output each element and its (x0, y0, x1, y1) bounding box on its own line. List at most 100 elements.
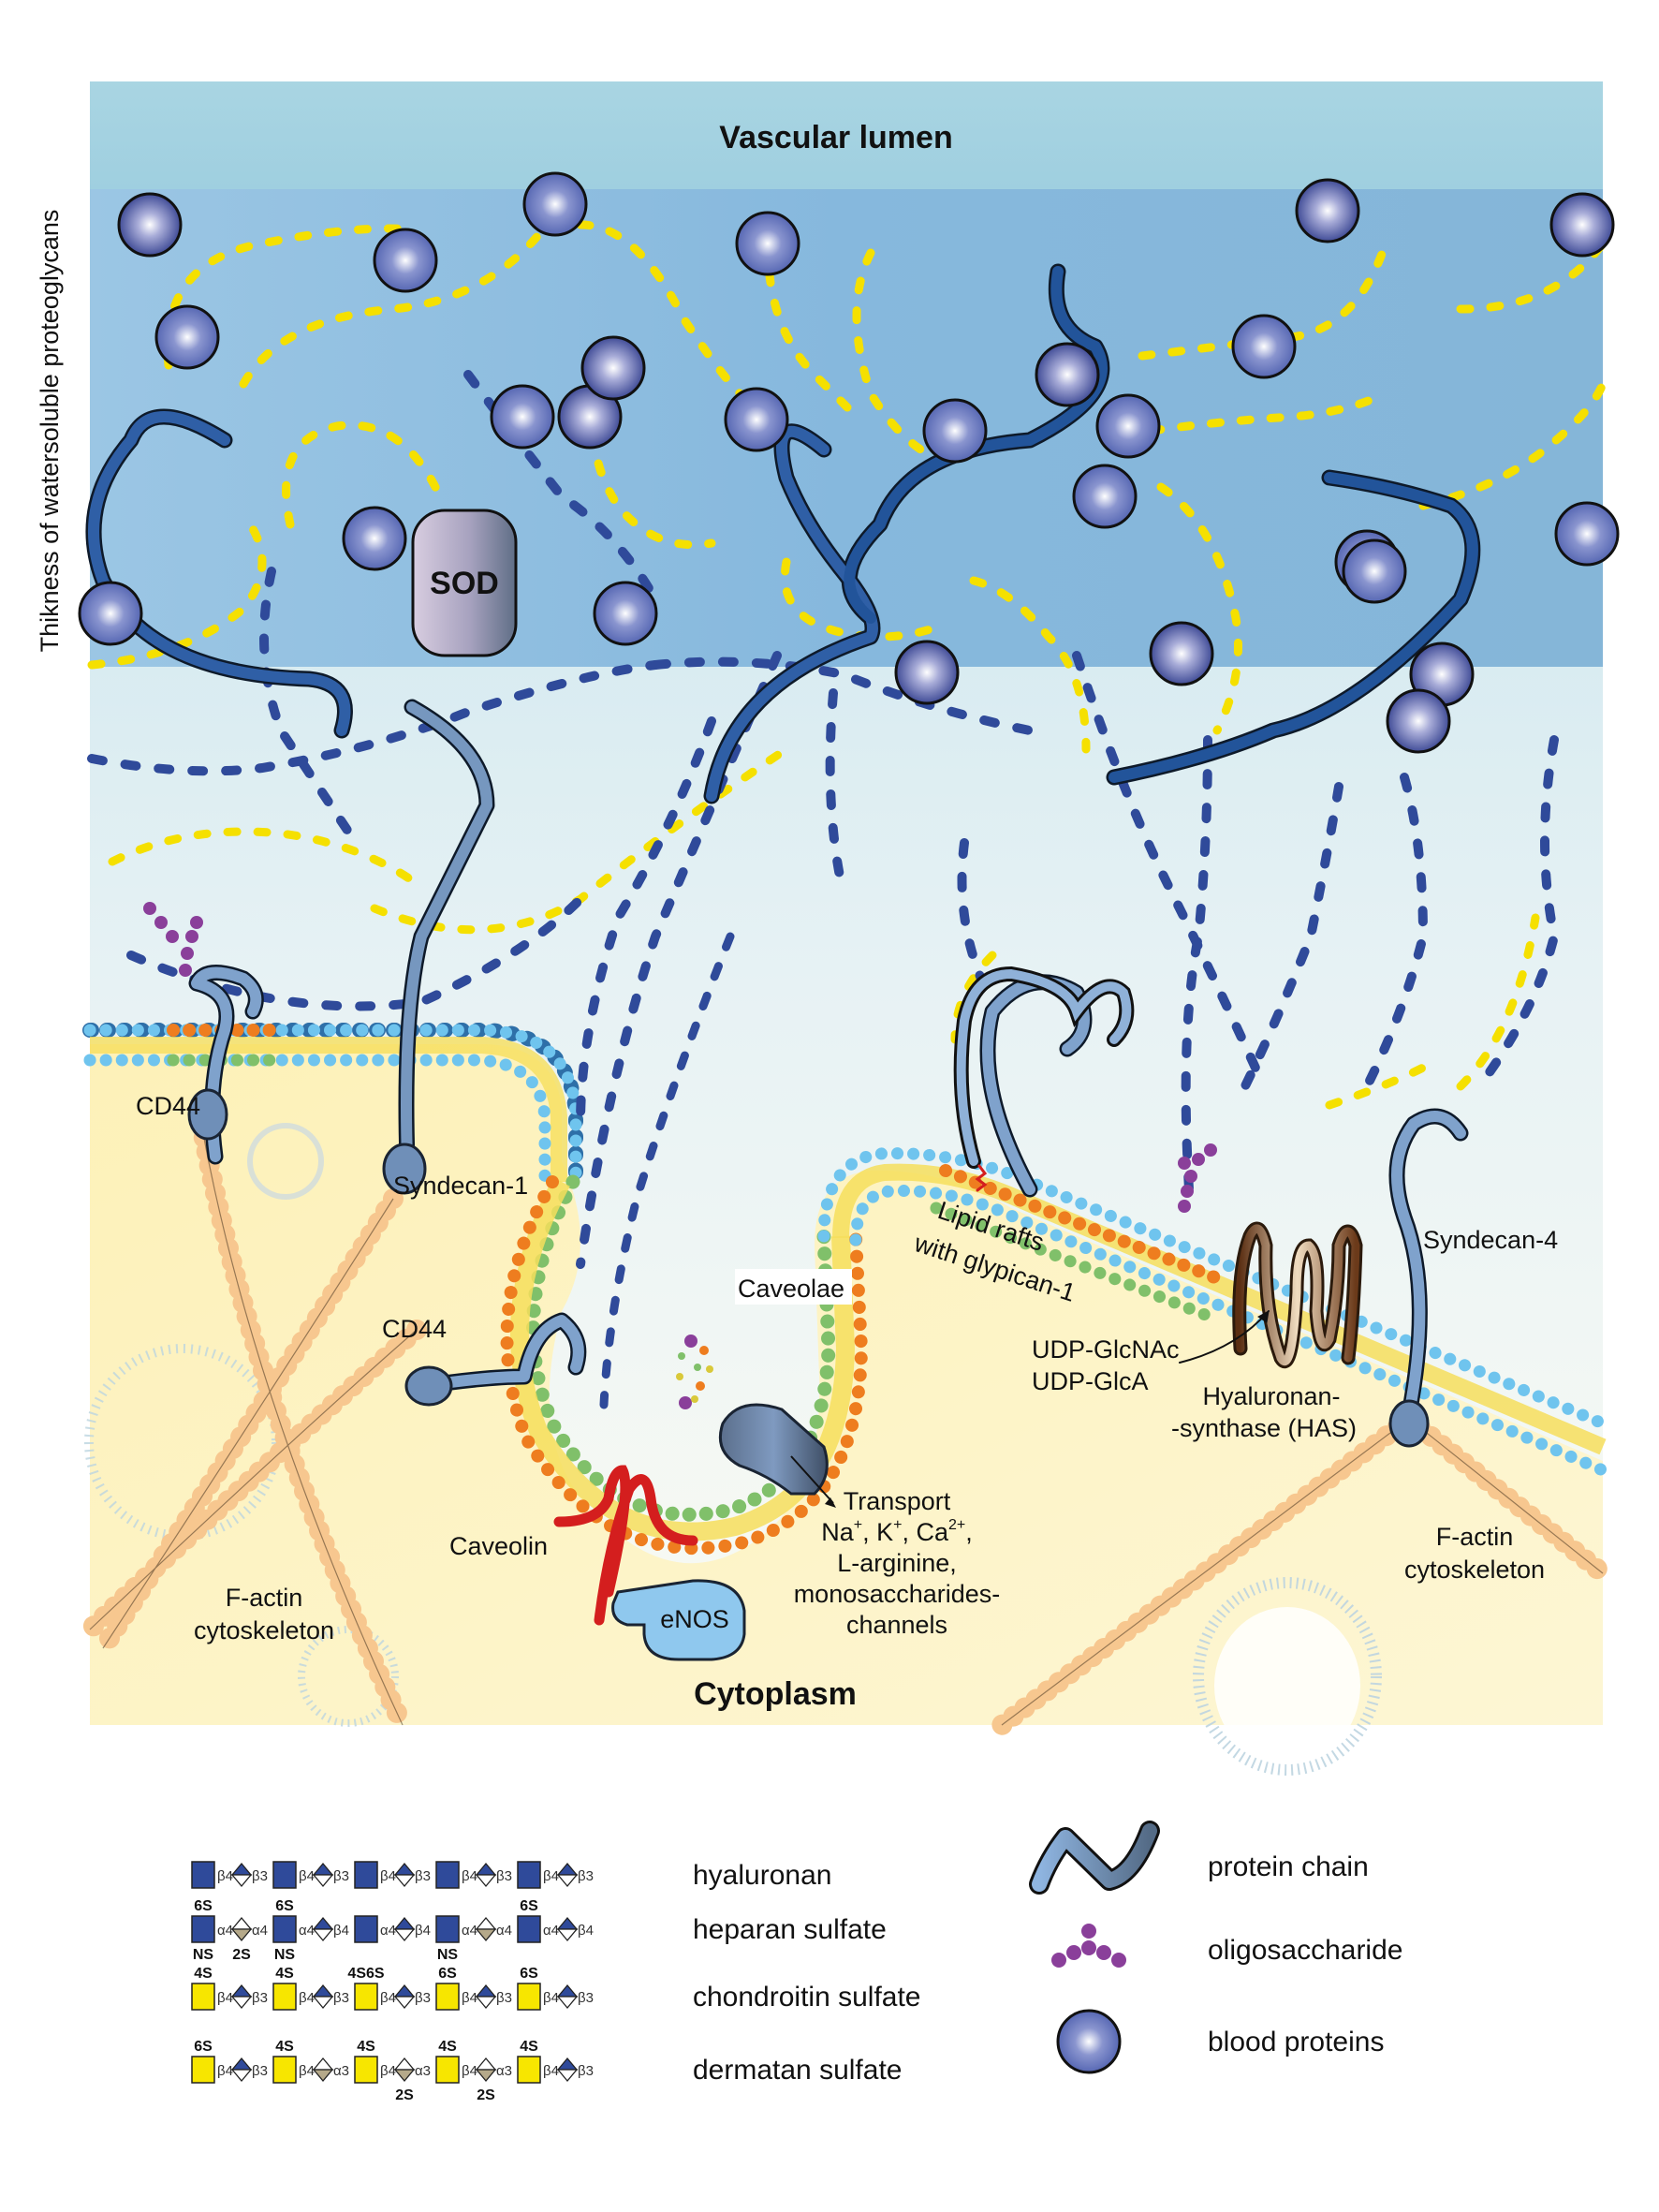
uronic-acid-diamond-icon (230, 1874, 253, 1888)
gpi-anchor (975, 1164, 988, 1192)
sulfation-label: 6S (438, 1966, 457, 1982)
uronic-acid-diamond-icon (230, 2057, 253, 2071)
uronic-acid-diamond-icon (230, 2069, 253, 2083)
oligosaccharide-unit (185, 930, 198, 943)
oligosaccharide-unit (190, 916, 203, 929)
uronic-acid-diamond-icon (475, 1874, 497, 1888)
blood-protein (580, 335, 646, 401)
vesicle (247, 1123, 324, 1200)
glcnac-square-icon (354, 1915, 378, 1943)
linkage-label: β3 (578, 1990, 594, 2006)
linkage-label: β4 (299, 1868, 315, 1884)
oligosaccharide-unit (1178, 1157, 1191, 1170)
oligosaccharide-unit (1178, 1200, 1191, 1213)
blood-protein (1072, 464, 1138, 529)
glypican-1 (953, 966, 1135, 1192)
hyaluronan-strand-caveola (599, 932, 735, 1409)
udp-glcnac-label: UDP-GlcNAc (1032, 1335, 1180, 1364)
caveolin-label: Caveolin (449, 1532, 548, 1560)
heparan-sulfate-chains (87, 370, 1560, 1269)
ion (694, 1364, 701, 1371)
actin-filament-outline (1408, 1418, 1604, 1574)
linkage-label: β4 (543, 1990, 559, 2006)
transport-label: Transport Na+, K+, Ca2+, L-arginine, mon… (794, 1487, 1001, 1639)
f-actin-left-line-1: F-actin (226, 1584, 303, 1612)
linkage-label: β3 (252, 1868, 268, 1884)
linkage-label: α4 (496, 1923, 512, 1939)
hs-chain (576, 716, 716, 1128)
oligosaccharide-unit (1204, 1143, 1217, 1157)
f-actin-right-line-2: cytoskeleton (1404, 1556, 1545, 1584)
blood-protein (1342, 538, 1407, 604)
syndecan-4-label: Syndecan-4 (1423, 1226, 1558, 1254)
has-label-line-2: -synthase (HAS) (1171, 1414, 1357, 1442)
legend-item-oligosaccharide: oligosaccharide (1051, 1924, 1402, 1968)
core-protein (1108, 472, 1478, 783)
uronic-acid-diamond-icon (393, 1862, 416, 1876)
cs-chain (108, 827, 417, 885)
uronic-acid-diamond-icon (556, 1874, 579, 1888)
sulfation-label: 6S (194, 2039, 213, 2055)
linkage-label: β3 (496, 1990, 512, 2006)
galnac-square-icon (191, 1983, 215, 2011)
uronic-acid-diamond-icon (230, 1928, 253, 1942)
channel-body (718, 1403, 829, 1496)
linkage-label: β4 (462, 2063, 477, 2079)
transport-line-3: L-arginine, (837, 1549, 957, 1577)
legend-glycan-label: hyaluronan (693, 1860, 831, 1891)
linkage-label: β4 (217, 2063, 233, 2079)
cs-chain (1156, 482, 1242, 735)
oligosaccharide-unit (1192, 1153, 1205, 1166)
uronic-acid-diamond-icon (556, 1928, 579, 1942)
oligosaccharide-icon-unit (1096, 1945, 1111, 1960)
galnac-square-icon (354, 1983, 378, 2011)
membrane-right-inner (849, 1185, 1609, 1477)
linkage-label: α4 (380, 1923, 396, 1939)
blood-protein (1554, 501, 1620, 567)
sod-shape (411, 509, 518, 657)
caveolae-label-bg (735, 1269, 852, 1305)
galnac-square-icon (191, 2056, 215, 2084)
glcnac-square-icon (191, 1915, 215, 1943)
legend-item-blood-proteins: blood proteins (1056, 2009, 1384, 2074)
linkage-label: α3 (415, 2063, 431, 2079)
enos-label: eNOS (660, 1605, 729, 1633)
cs-chain (1147, 389, 1390, 435)
separator: , (965, 1518, 973, 1546)
uronic-acid-diamond-icon (556, 1983, 579, 1998)
linkage-label: α3 (333, 2063, 349, 2079)
linkage-label: β4 (578, 1923, 594, 1939)
vascular-lumen-label: Vascular lumen (719, 120, 952, 155)
linkage-label: β3 (578, 1868, 594, 1884)
legend-item-protein-chain: protein chain (1029, 1821, 1369, 1895)
uronic-acid-diamond-icon (556, 1862, 579, 1876)
membrane-right-outer (817, 1147, 1609, 1430)
uronic-acid-diamond-icon (312, 1916, 334, 1930)
uronic-acid-diamond-icon (312, 1862, 334, 1876)
galnac-square-icon (517, 1983, 541, 2011)
uronic-acid-diamond-icon (230, 1996, 253, 2010)
potassium-ion: K (876, 1518, 893, 1546)
legend-label-oligosaccharide: oligosaccharide (1208, 1935, 1402, 1966)
linkage-label: α3 (496, 2063, 512, 2079)
linkage-label: α4 (252, 1923, 268, 1939)
blood-protein (1231, 314, 1297, 379)
blood-protein (1295, 178, 1360, 243)
uronic-acid-diamond-icon (556, 1996, 579, 2010)
linkage-label: β4 (299, 2063, 315, 2079)
galnac-square-icon (435, 2056, 460, 2084)
blood-protein (490, 384, 555, 450)
cs-chain (1325, 1063, 1428, 1110)
uronic-acid-diamond-icon (393, 2069, 416, 2083)
sulfation-label: 4S (357, 2039, 375, 2055)
ion (706, 1365, 713, 1373)
ion (696, 1381, 705, 1391)
glcnac-square-icon (272, 1861, 297, 1889)
transport-line-4: monosaccharides- (794, 1580, 1001, 1608)
sod-enzyme: SOD (411, 509, 518, 657)
blood-protein (78, 581, 143, 646)
